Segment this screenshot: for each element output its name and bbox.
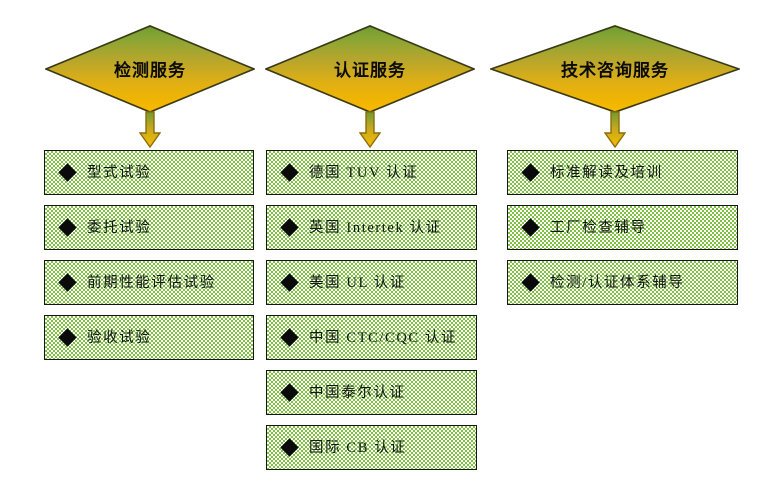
- list-item-label: 前期性能评估试验: [87, 275, 216, 292]
- list-item-label: 中国 CTC/CQC 认证: [309, 330, 458, 347]
- diamond-bullet-icon: [521, 163, 540, 182]
- list-item[interactable]: 检测/认证体系辅导: [507, 260, 738, 305]
- item-list-detection-service: 型式试验 委托试验 前期性能评估试验 验收试验: [44, 150, 254, 370]
- down-arrow-icon: [604, 111, 626, 148]
- down-arrow-icon: [139, 111, 161, 148]
- list-item[interactable]: 德国 TUV 认证: [266, 150, 477, 195]
- list-item-label: 检测/认证体系辅导: [550, 275, 685, 292]
- list-item[interactable]: 验收试验: [44, 315, 254, 360]
- list-item-label: 验收试验: [87, 330, 152, 347]
- diamond-bullet-icon: [280, 383, 299, 402]
- column-title: 检测服务: [114, 61, 186, 80]
- item-list-technical-consulting-service: 标准解读及培训 工厂检查辅导 检测/认证体系辅导: [507, 150, 738, 315]
- list-item[interactable]: 型式试验: [44, 150, 254, 195]
- list-item-label: 委托试验: [87, 220, 152, 237]
- list-item[interactable]: 英国 Intertek 认证: [266, 205, 477, 250]
- list-item[interactable]: 委托试验: [44, 205, 254, 250]
- list-item[interactable]: 中国 CTC/CQC 认证: [266, 315, 477, 360]
- list-item[interactable]: 国际 CB 认证: [266, 425, 477, 470]
- diamond-bullet-icon: [58, 328, 77, 347]
- column-title: 技术咨询服务: [561, 61, 669, 80]
- list-item-label: 标准解读及培训: [550, 165, 663, 182]
- header-diamond-certification-service[interactable]: 认证服务: [265, 25, 475, 113]
- diamond-bullet-icon: [280, 163, 299, 182]
- header-diamond-detection-service[interactable]: 检测服务: [45, 25, 255, 113]
- diamond-bullet-icon: [58, 273, 77, 292]
- diamond-bullet-icon: [280, 218, 299, 237]
- diamond-bullet-icon: [280, 438, 299, 457]
- list-item[interactable]: 前期性能评估试验: [44, 260, 254, 305]
- list-item-label: 型式试验: [87, 165, 152, 182]
- item-list-certification-service: 德国 TUV 认证 英国 Intertek 认证 美国 UL 认证 中国 CTC…: [266, 150, 477, 480]
- diamond-bullet-icon: [58, 218, 77, 237]
- list-item[interactable]: 标准解读及培训: [507, 150, 738, 195]
- header-diamond-technical-consulting-service[interactable]: 技术咨询服务: [490, 25, 740, 113]
- list-item[interactable]: 美国 UL 认证: [266, 260, 477, 305]
- diamond-bullet-icon: [521, 218, 540, 237]
- diamond-bullet-icon: [521, 273, 540, 292]
- diamond-bullet-icon: [280, 273, 299, 292]
- diamond-bullet-icon: [58, 163, 77, 182]
- list-item-label: 美国 UL 认证: [309, 275, 406, 292]
- diamond-bullet-icon: [280, 328, 299, 347]
- list-item-label: 中国泰尔认证: [309, 385, 406, 402]
- down-arrow-icon: [359, 111, 381, 148]
- list-item-label: 德国 TUV 认证: [309, 165, 419, 182]
- list-item[interactable]: 中国泰尔认证: [266, 370, 477, 415]
- list-item-label: 英国 Intertek 认证: [309, 220, 442, 237]
- list-item-label: 工厂检查辅导: [550, 220, 647, 237]
- column-title: 认证服务: [334, 61, 406, 80]
- list-item[interactable]: 工厂检查辅导: [507, 205, 738, 250]
- list-item-label: 国际 CB 认证: [309, 440, 407, 457]
